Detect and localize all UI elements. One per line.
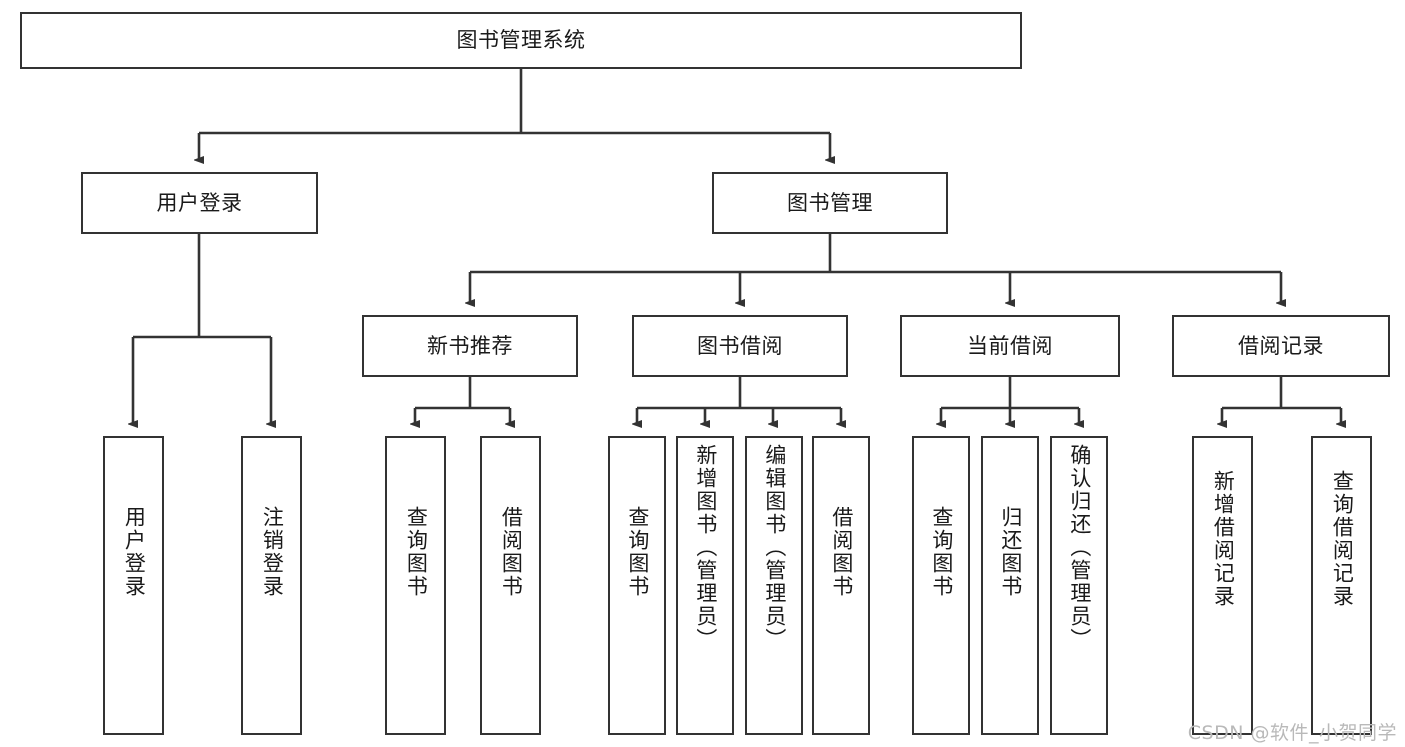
node-label: 图书借阅: [697, 333, 783, 358]
node-label: 查询图书: [625, 506, 650, 598]
node-label: 注销登录: [260, 506, 285, 598]
node-label: 编辑图书（管理员）: [762, 444, 787, 651]
node-book-management[interactable]: 图书管理: [712, 172, 948, 234]
leaf-borrow-books-newbook[interactable]: 借阅图书: [480, 436, 541, 735]
leaf-confirm-return-admin[interactable]: 确认归还（管理员）: [1050, 436, 1108, 735]
node-label: 查询借阅记录: [1330, 470, 1355, 608]
node-book-borrowing[interactable]: 图书借阅: [632, 315, 848, 377]
node-label: 新书推荐: [427, 333, 513, 358]
node-root-book-management-system[interactable]: 图书管理系统: [20, 12, 1022, 69]
node-current-borrowing[interactable]: 当前借阅: [900, 315, 1120, 377]
leaf-edit-book-admin[interactable]: 编辑图书（管理员）: [745, 436, 803, 735]
leaf-borrow-books-borrow[interactable]: 借阅图书: [812, 436, 870, 735]
leaf-user-login[interactable]: 用户登录: [103, 436, 164, 735]
node-label: 新增图书（管理员）: [693, 444, 718, 651]
node-label: 借阅图书: [499, 506, 524, 598]
leaf-logout-login[interactable]: 注销登录: [241, 436, 302, 735]
node-label: 图书管理: [787, 190, 873, 215]
node-borrow-records[interactable]: 借阅记录: [1172, 315, 1390, 377]
leaf-query-books-current[interactable]: 查询图书: [912, 436, 970, 735]
leaf-query-borrow-record[interactable]: 查询借阅记录: [1311, 436, 1372, 735]
node-user-login[interactable]: 用户登录: [81, 172, 318, 234]
node-label: 用户登录: [156, 190, 243, 215]
node-label: 确认归还（管理员）: [1067, 444, 1092, 651]
node-new-book-recommendation[interactable]: 新书推荐: [362, 315, 578, 377]
node-label: 借阅图书: [829, 506, 854, 598]
watermark-text: CSDN @软件_小贺同学: [1187, 722, 1397, 744]
node-label: 新增借阅记录: [1211, 470, 1236, 608]
node-label: 查询图书: [404, 506, 429, 598]
leaf-return-books[interactable]: 归还图书: [981, 436, 1039, 735]
leaf-add-borrow-record[interactable]: 新增借阅记录: [1192, 436, 1253, 735]
node-label: 归还图书: [998, 506, 1023, 598]
node-label: 图书管理系统: [456, 28, 586, 53]
node-label: 查询图书: [929, 506, 954, 598]
node-label: 用户登录: [122, 506, 147, 598]
node-label: 借阅记录: [1238, 333, 1324, 358]
leaf-query-books-newbook[interactable]: 查询图书: [385, 436, 446, 735]
leaf-query-books-borrow[interactable]: 查询图书: [608, 436, 666, 735]
node-label: 当前借阅: [967, 333, 1053, 358]
leaf-add-book-admin[interactable]: 新增图书（管理员）: [676, 436, 734, 735]
